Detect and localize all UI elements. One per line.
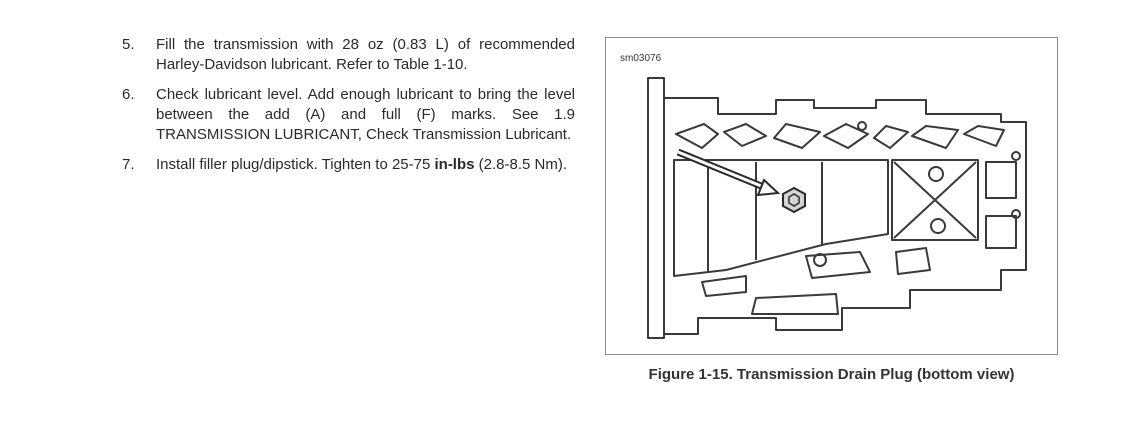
bottom-pocket	[701, 275, 747, 297]
step-7: 7. Install filler plug/dipstick. Tighten…	[120, 155, 575, 175]
figure-caption: Figure 1-15. Transmission Drain Plug (bo…	[648, 366, 1015, 383]
case-outline	[664, 97, 1027, 335]
top-rib-pocket	[963, 125, 1005, 147]
side-pocket	[985, 161, 1017, 199]
figure-id: sm03076	[620, 53, 662, 64]
step-text: Check lubricant level. Add enough lubric…	[156, 86, 575, 143]
top-rib-pocket	[773, 123, 821, 149]
bottom-pocket	[751, 293, 839, 315]
top-rib-pocket	[675, 123, 719, 149]
step-number: 5.	[122, 36, 135, 53]
small-boss	[1011, 151, 1021, 161]
step-6: 6. Check lubricant level. Add enough lub…	[120, 85, 575, 145]
top-rib-pocket	[823, 123, 869, 149]
step-number: 6.	[122, 86, 135, 103]
step-text-part: Install filler plug/dipstick. Tighten to…	[156, 156, 435, 173]
step-text: Install filler plug/dipstick. Tighten to…	[156, 155, 575, 175]
boss-upper	[928, 166, 944, 182]
main-cavity	[673, 159, 889, 277]
bottom-pocket	[805, 251, 871, 279]
case-left-flange	[647, 77, 665, 339]
transmission-bottom-illustration	[647, 77, 1027, 339]
torque-unit: in-lbs	[434, 156, 475, 173]
top-rib-pocket	[911, 125, 959, 149]
small-boss	[813, 253, 827, 267]
step-5: 5. Fill the transmission with 28 oz (0.8…	[120, 35, 575, 75]
cross-brace	[893, 161, 977, 239]
side-pocket	[985, 215, 1017, 249]
drain-plug	[782, 186, 806, 214]
boss-lower	[930, 218, 946, 234]
bottom-pocket	[895, 247, 931, 275]
small-boss	[857, 121, 867, 131]
small-boss	[1011, 209, 1021, 219]
step-text: Fill the transmission with 28 oz (0.83 L…	[156, 36, 575, 73]
step-text-part: (2.8-8.5 Nm).	[474, 156, 568, 173]
top-rib-pocket	[873, 125, 909, 149]
figure-frame: sm03076	[605, 37, 1058, 355]
pointer-arrow-icon	[676, 148, 781, 197]
right-brace-frame	[891, 159, 979, 241]
procedure-steps: 5. Fill the transmission with 28 oz (0.8…	[120, 35, 575, 185]
top-rib-pocket	[723, 123, 767, 147]
step-number: 7.	[122, 156, 135, 173]
